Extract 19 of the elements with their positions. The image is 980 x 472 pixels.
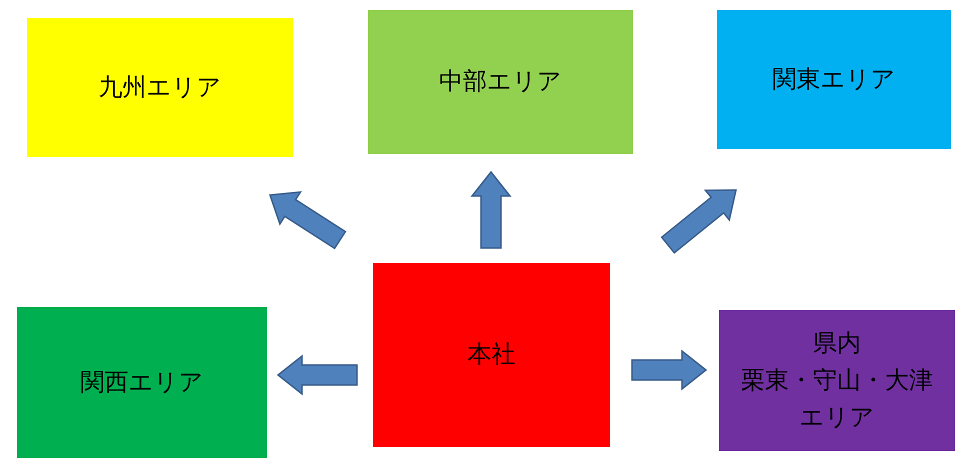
box-label: 関西エリア — [80, 366, 204, 398]
area-box — [368, 10, 633, 154]
area-box — [373, 263, 610, 447]
box-label: 栗東・守山・大津 — [741, 364, 933, 396]
block-arrow — [268, 191, 346, 250]
area-box — [719, 310, 955, 451]
box-label: 県内 — [813, 328, 861, 359]
area-box — [717, 10, 951, 149]
box-label: 関東エリア — [772, 64, 896, 95]
block-arrow — [660, 189, 737, 254]
box-label: 九州エリア — [98, 72, 222, 103]
area-box — [27, 18, 293, 157]
block-arrow — [631, 349, 708, 391]
block-arrow — [276, 354, 358, 396]
block-arrow — [470, 170, 512, 249]
box-label: 中部エリア — [439, 66, 562, 98]
box-label: 本社 — [468, 339, 516, 370]
area-box — [17, 307, 267, 458]
box-label: エリア — [800, 402, 874, 434]
